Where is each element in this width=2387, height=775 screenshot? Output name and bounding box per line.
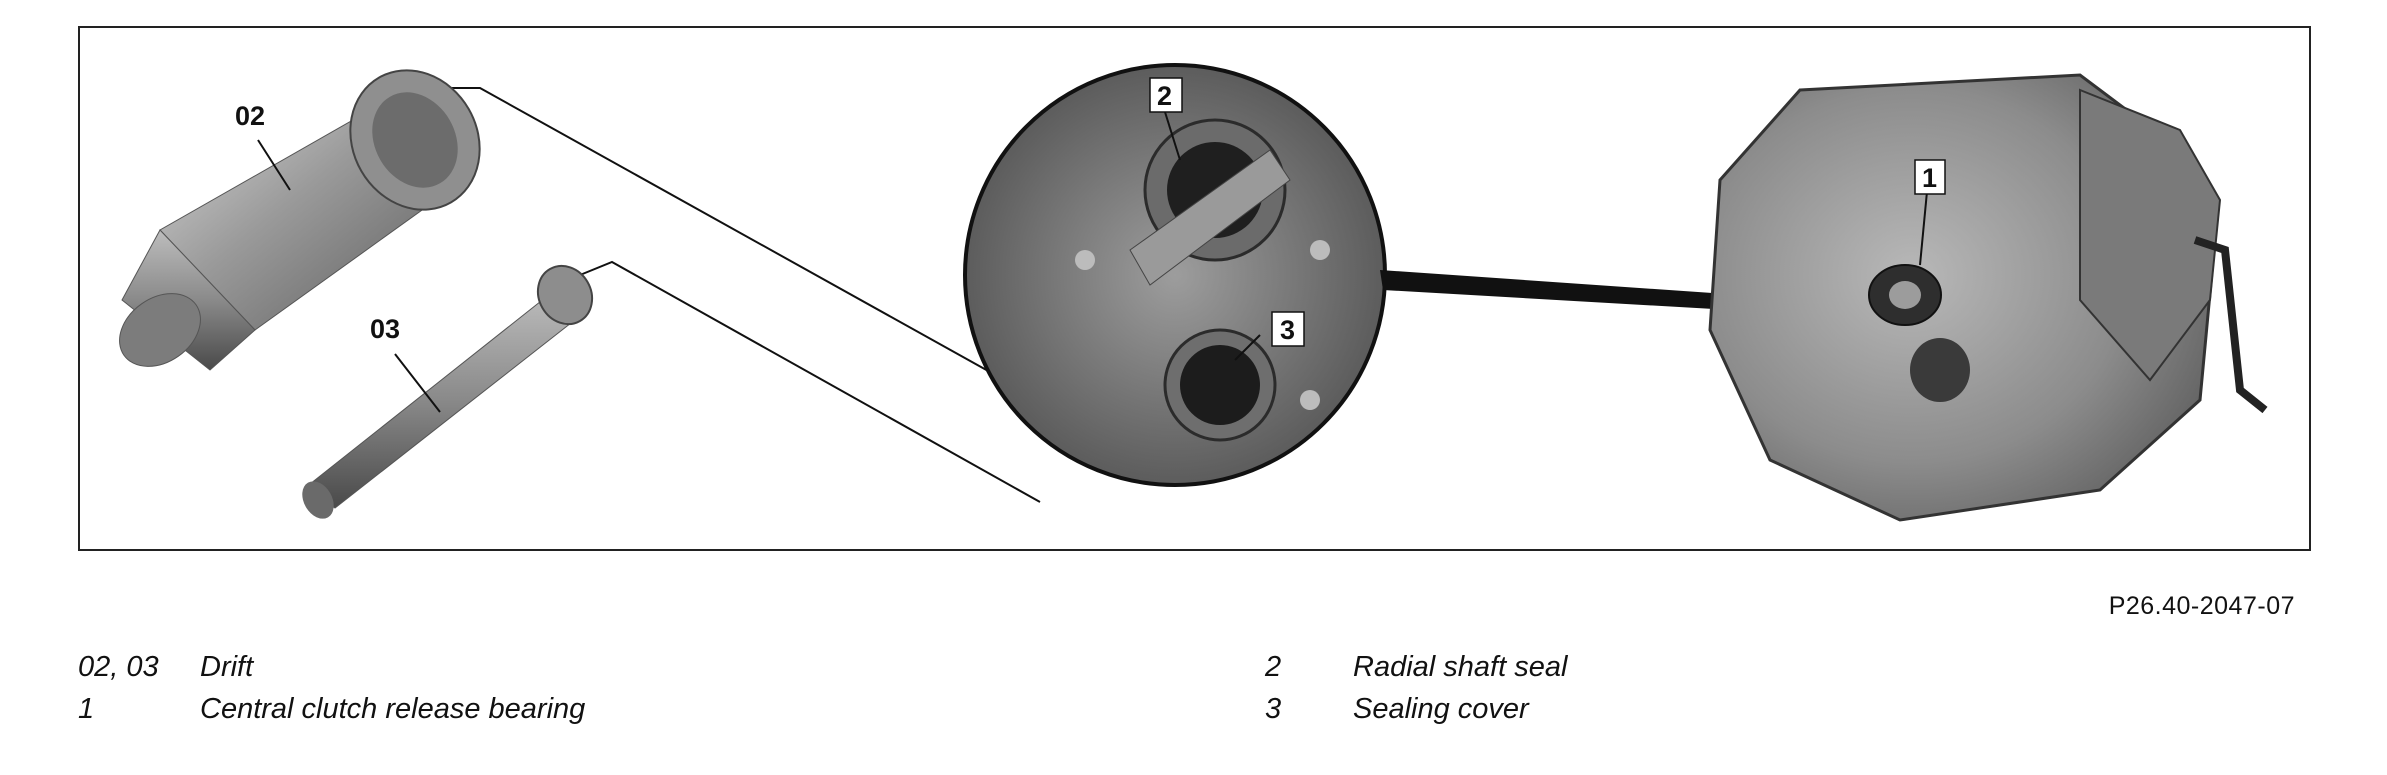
legend-desc: Radial shaft seal (1353, 651, 1568, 683)
legend-row: 2 Radial shaft seal (1265, 646, 1567, 688)
transmission-housing (1708, 73, 2268, 522)
closeup-view (963, 63, 1387, 487)
legend-desc: Sealing cover (1353, 693, 1529, 725)
callout-box-cover-3 (1271, 311, 1305, 347)
legend-row: 3 Sealing cover (1265, 688, 1567, 730)
legend-key: 1 (78, 693, 95, 725)
callout-bearing-1: 1 (1922, 163, 1937, 193)
leader-line-03 (579, 260, 1041, 503)
callout-box-bearing-1 (1914, 159, 1946, 195)
legend-desc: Drift (200, 651, 254, 683)
legend-key: 2 (1265, 651, 1282, 683)
legend-row: 02, 03 Drift (78, 646, 585, 688)
callout-seal-2: 2 (1157, 81, 1172, 111)
drift-03-tool (302, 264, 594, 519)
legend-row: 1 Central clutch release bearing (78, 688, 585, 730)
legend-right: 2 Radial shaft seal 3 Sealing cover (1265, 646, 1567, 730)
legend-desc: Central clutch release bearing (200, 693, 586, 725)
figure-id: P26.40-2047-07 (2108, 592, 2295, 620)
legend-left: 02, 03 Drift 1 Central clutch release be… (78, 646, 585, 730)
callout-cover-3: 3 (1280, 315, 1295, 345)
callout-drift-03: 03 (370, 314, 400, 344)
callout-box-seal-2 (1149, 77, 1183, 113)
legend-key: 02, 03 (78, 651, 159, 683)
drift-02-tool (119, 69, 481, 371)
legend-key: 3 (1265, 693, 1282, 725)
leader-line-02 (450, 87, 991, 373)
callout-drift-02: 02 (235, 101, 265, 131)
